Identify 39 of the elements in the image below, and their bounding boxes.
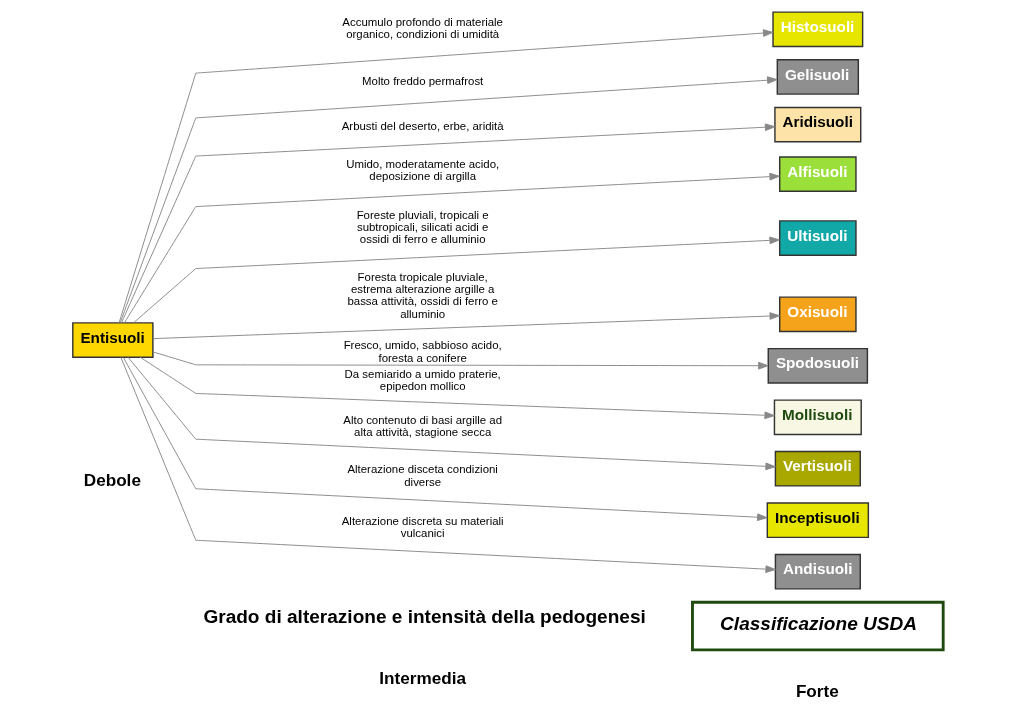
node-box: Spodosuoli <box>767 347 869 384</box>
arrow <box>118 29 774 323</box>
node-box: Vertisuoli <box>774 450 861 487</box>
edge-label: Foreste pluviali, tropicali e subtropicali, silicati acidi e ossidi di ferro e alluminio <box>356 208 489 246</box>
label: Debole <box>83 470 141 491</box>
edge-label: Accumulo profondo di materiale organico, condizioni di umidità <box>342 16 503 41</box>
arrow <box>122 356 768 522</box>
node-box: Histosuoli <box>772 11 864 48</box>
arrow <box>152 312 781 340</box>
arrow <box>152 351 769 370</box>
node-box: Oxisuoli <box>778 296 857 333</box>
label: Intermedia <box>379 667 466 688</box>
arrow <box>139 356 775 420</box>
label: Forte <box>795 680 839 701</box>
edge-label: Arbusti del deserto, erbe, aridità <box>341 119 504 132</box>
node-box: Andisuoli <box>774 553 861 590</box>
arrow <box>133 236 780 324</box>
edge-label: Foresta tropicale pluviale, estrema alterazione argille a bassa attività, ossidi di ferro e alluminio <box>347 270 498 320</box>
node-box: Aridisuoli <box>774 106 862 143</box>
arrow <box>121 123 776 324</box>
edge-label: Da semiarido a umido praterie, epipedon mollico <box>344 367 501 393</box>
edge-label: Alterazione disceta condizioni diverse <box>347 463 498 488</box>
edge-label: Molto freddo permafrost <box>362 75 484 88</box>
arrow <box>123 172 780 324</box>
arrow <box>120 357 776 573</box>
edge-label: Fresco, umido, sabbioso acido, foresta a conifere <box>343 339 502 364</box>
arrow <box>119 76 778 324</box>
label: Grado di alterazione e intensità della pedogenesi <box>203 606 646 628</box>
node-box: Mollisuoli <box>773 399 862 436</box>
node-box: Ultisuoli <box>778 220 857 256</box>
node-box: Alfisuoli <box>778 156 857 193</box>
node-box: Classificazione USDA <box>691 600 945 652</box>
arrow <box>127 356 776 471</box>
node-box: Entisuoli <box>72 322 154 358</box>
edge-label: Umido, moderatamente acido, deposizione di argilla <box>346 158 500 183</box>
edge-label: Alterazione discreta su materiali vulcanici <box>341 514 504 539</box>
node-box: Inceptisuoli <box>766 502 870 539</box>
node-box: Gelisuoli <box>776 59 860 95</box>
edge-label: Alto contenuto di basi argille ad alta attività, stagione secca <box>343 413 503 438</box>
